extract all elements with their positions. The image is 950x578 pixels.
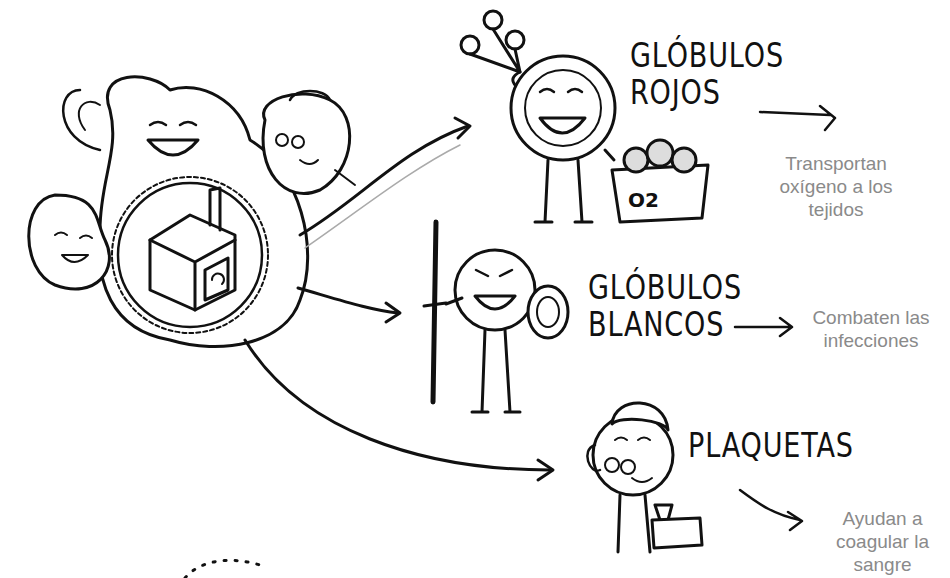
white-blood-cell [424,222,792,412]
production-arrows [245,118,553,480]
cell-heading-box: GLÓBULOS BLANCOS [588,270,818,344]
cell-heading-box: GLÓBULOS ROJOS [630,38,860,112]
function-note: Ayudan a coagular la sangre [815,508,950,576]
basket-label: O2 [628,188,688,212]
cell-heading: GLÓBULOS ROJOS [630,38,794,112]
cell-heading-box: PLAQUETAS [688,428,948,465]
function-note: Combaten las infecciones [792,307,950,353]
platelet [587,403,802,552]
cell-heading: PLAQUETAS [688,428,852,465]
red-blood-cell [461,11,835,222]
dotted-arc [185,560,260,578]
bone-marrow [29,77,355,347]
function-note: Transportan oxígeno a los tejidos [752,153,920,221]
cell-heading: GLÓBULOS BLANCOS [588,270,752,344]
